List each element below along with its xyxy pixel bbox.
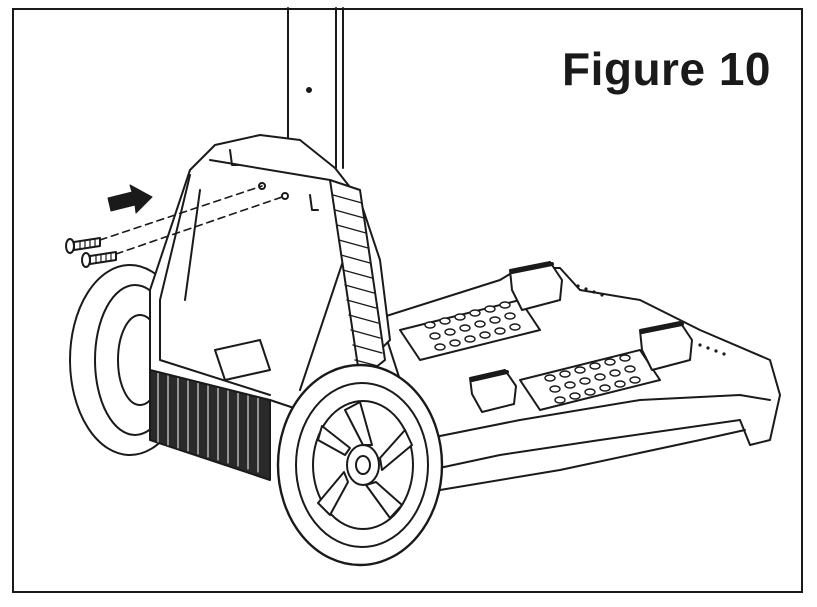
hose-strap	[329, 179, 386, 381]
screw-lower	[81, 251, 117, 268]
screw-upper	[65, 237, 101, 254]
side-housing	[149, 134, 391, 411]
handle-tube	[287, 7, 344, 169]
alignment-lines	[99, 185, 286, 255]
figure-title: Figure 10	[561, 43, 771, 95]
front-wheel	[276, 363, 444, 567]
direction-arrow-icon	[107, 184, 153, 214]
